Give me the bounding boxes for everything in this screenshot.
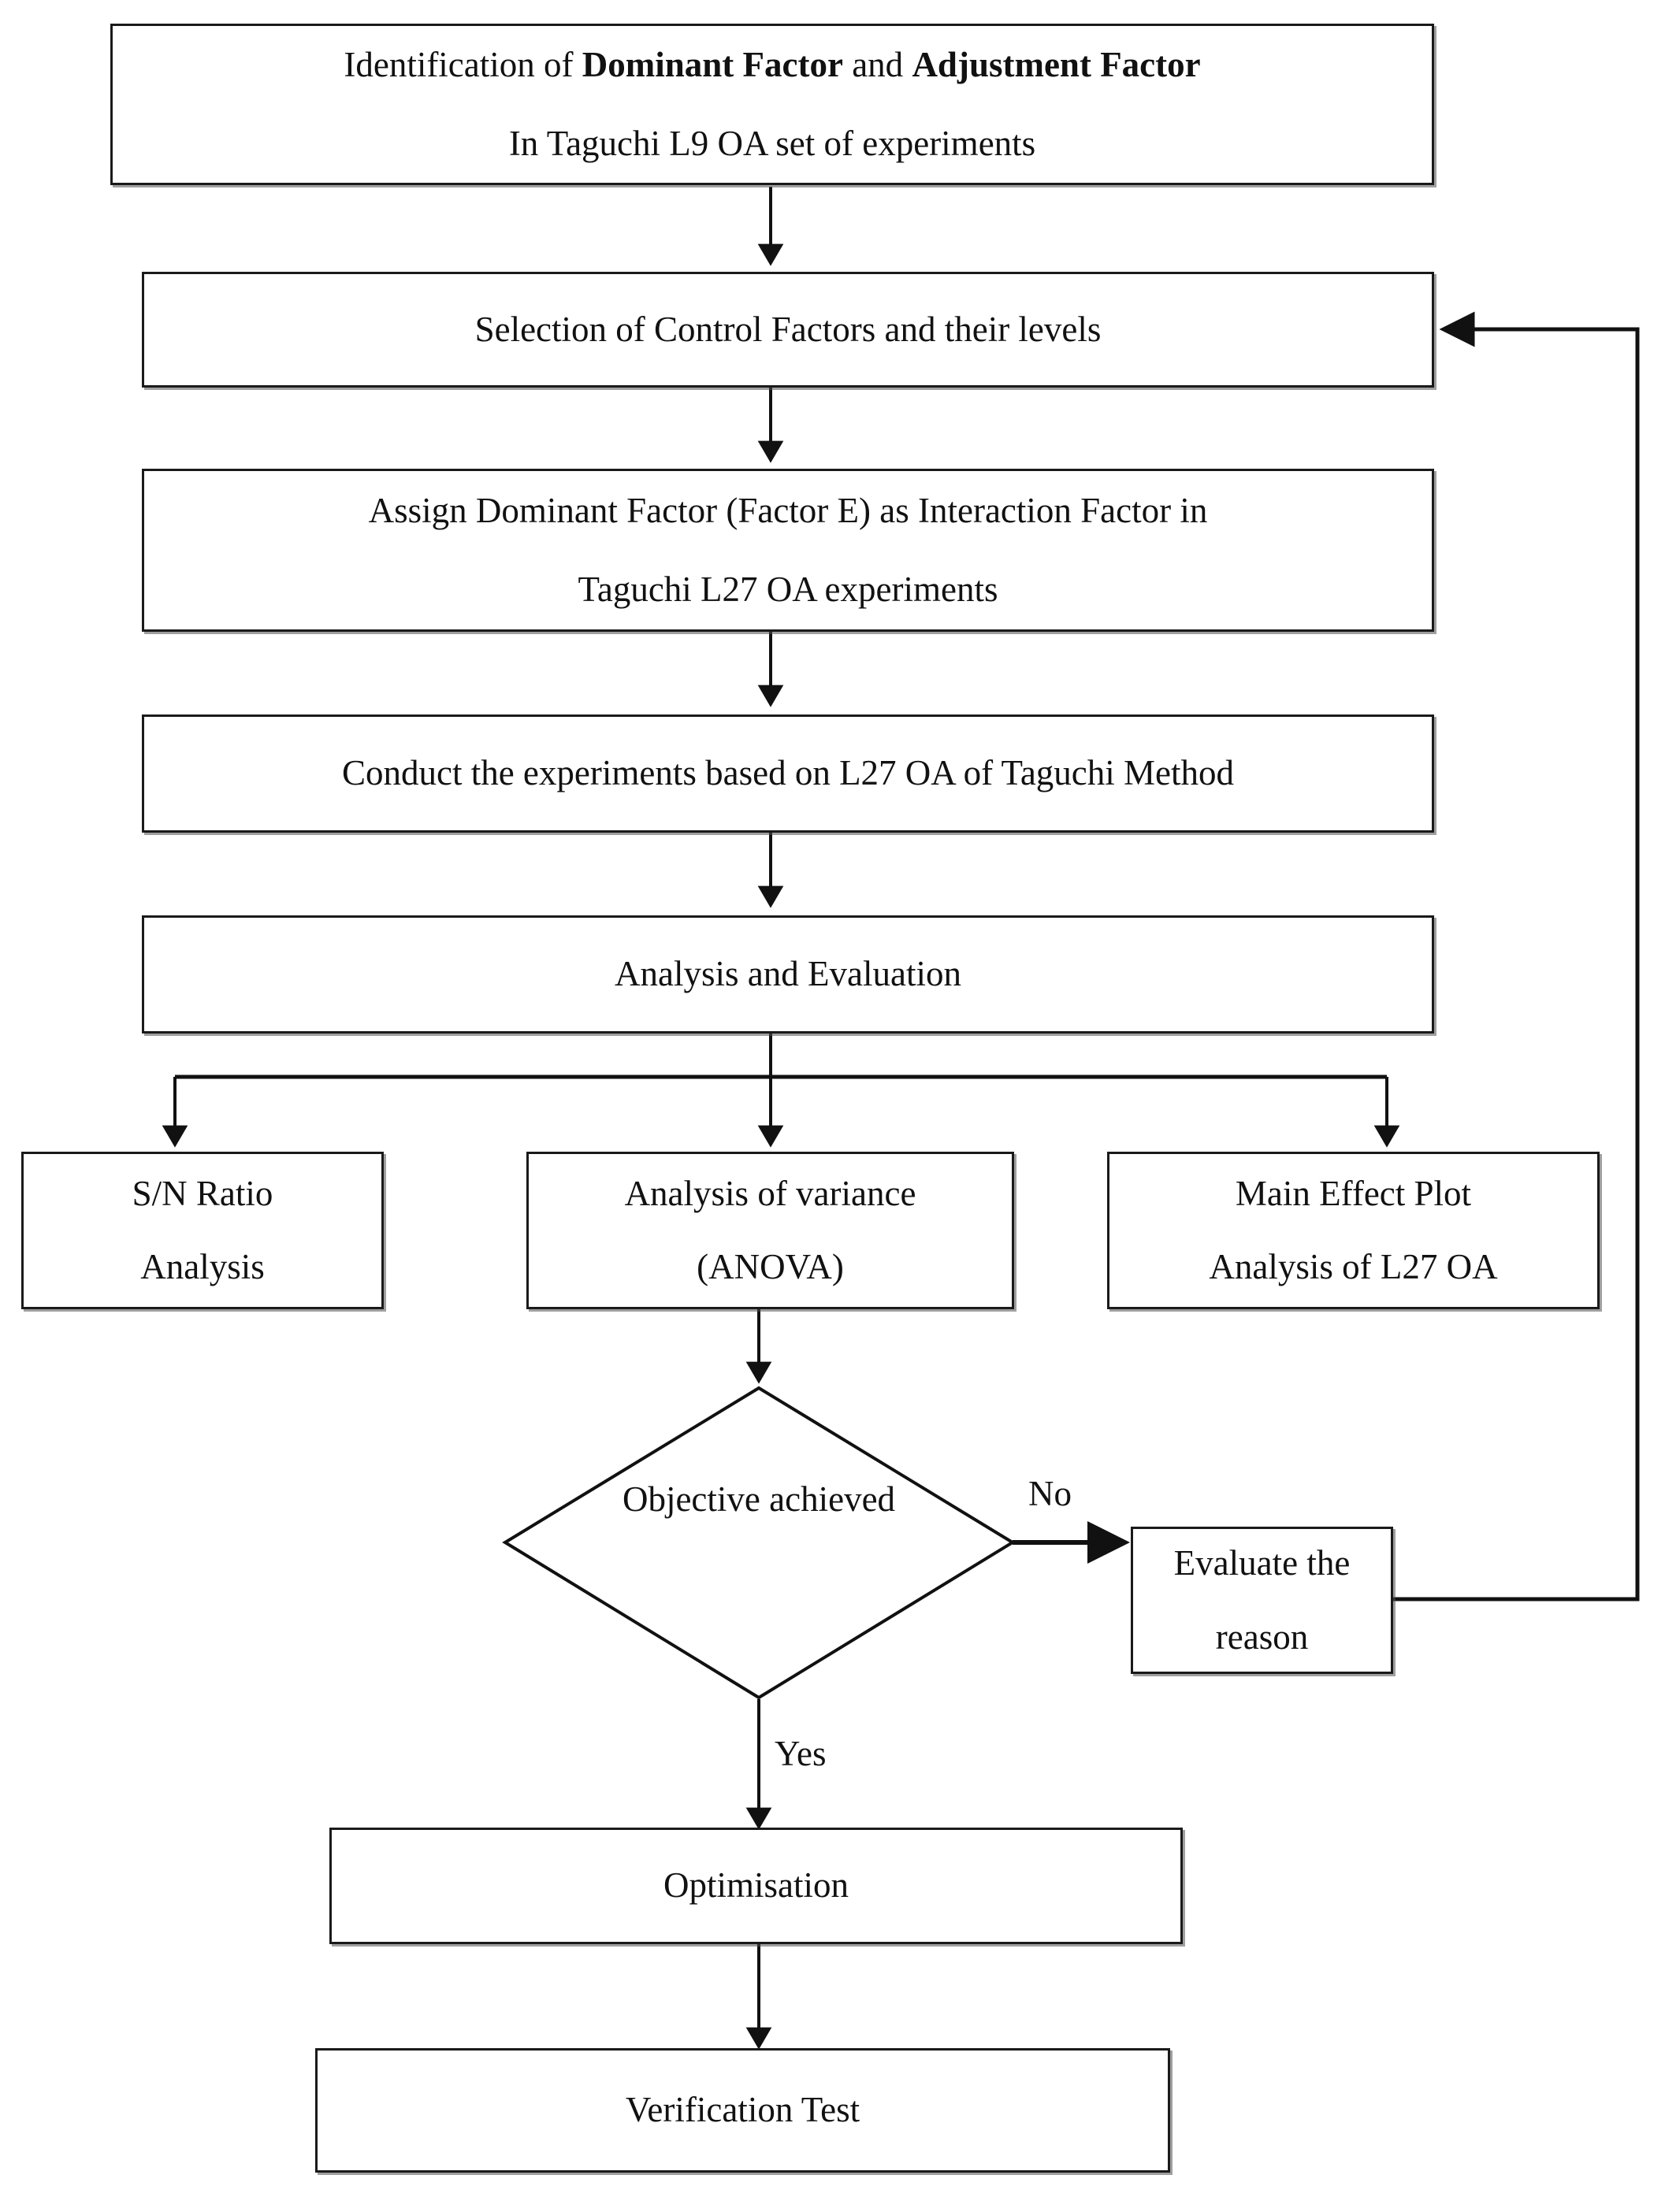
node-main-effect-word-effect: Effect bbox=[1319, 1173, 1406, 1213]
edge-label-yes: Yes bbox=[775, 1734, 827, 1773]
node-identification[interactable]: Identification of Dominant Factor and Ad… bbox=[110, 24, 1434, 185]
node-main-effect-word-main: Main bbox=[1235, 1173, 1310, 1213]
node-anova-line2: (ANOVA) bbox=[697, 1247, 844, 1286]
node-verification-test[interactable]: Verification Test bbox=[315, 2048, 1170, 2173]
node-decision-line1: Objective bbox=[622, 1479, 760, 1519]
edge-label-no: No bbox=[1028, 1474, 1072, 1513]
node-assign-line2: Taguchi L27 OA experiments bbox=[578, 569, 998, 609]
node-identification-line2: In Taguchi L9 OA set of experiments bbox=[508, 123, 1036, 163]
node-evaluate-the-reason[interactable]: Evaluate the reason bbox=[1131, 1527, 1393, 1674]
node-main-effect-word-plot: Plot bbox=[1414, 1173, 1472, 1213]
node-sn-ratio-line1: S/N Ratio bbox=[132, 1173, 273, 1213]
node-assign-dominant-factor[interactable]: Assign Dominant Factor (Factor E) as Int… bbox=[142, 469, 1434, 632]
node-main-effect-line1: Main Effect Plot bbox=[1109, 1175, 1597, 1212]
node-conduct-experiments[interactable]: Conduct the experiments based on L27 OA … bbox=[142, 714, 1434, 833]
node-optimisation-line1: Optimisation bbox=[663, 1865, 849, 1906]
connector-feedback-loop bbox=[1393, 311, 1640, 1601]
node-selection[interactable]: Selection of Control Factors and their l… bbox=[142, 272, 1434, 388]
node-verification-line1: Verification Test bbox=[625, 2090, 860, 2130]
node-evaluate-line1: Evaluate the bbox=[1173, 1543, 1351, 1583]
node-decision-objective-achieved[interactable]: Objective achieved bbox=[601, 1479, 916, 1519]
node-sn-ratio-analysis[interactable]: S/N Ratio Analysis bbox=[21, 1152, 384, 1309]
node-sn-ratio-line2: Analysis bbox=[140, 1247, 265, 1286]
node-analysis-evaluation[interactable]: Analysis and Evaluation bbox=[142, 915, 1434, 1034]
node-selection-line1: Selection of Control Factors and their l… bbox=[474, 309, 1102, 349]
node-conduct-line1: Conduct the experiments based on L27 OA … bbox=[341, 753, 1235, 793]
node-analysis-line1: Analysis and Evaluation bbox=[615, 954, 961, 994]
node-assign-line1: Assign Dominant Factor (Factor E) as Int… bbox=[368, 491, 1208, 531]
node-identification-line1: Identification of Dominant Factor and Ad… bbox=[344, 45, 1201, 85]
node-anova[interactable]: Analysis of variance (ANOVA) bbox=[526, 1152, 1014, 1309]
decision-diamond-shape bbox=[502, 1386, 1016, 1700]
node-main-effect-plot[interactable]: Main Effect Plot Analysis of L27 OA bbox=[1107, 1152, 1600, 1309]
node-decision-line2: achieved bbox=[769, 1479, 896, 1519]
node-optimisation[interactable]: Optimisation bbox=[329, 1828, 1183, 1944]
node-anova-line1: Analysis of variance bbox=[624, 1173, 916, 1213]
node-evaluate-line2: reason bbox=[1215, 1616, 1309, 1657]
node-main-effect-line2: Analysis of L27 OA bbox=[1209, 1247, 1498, 1286]
